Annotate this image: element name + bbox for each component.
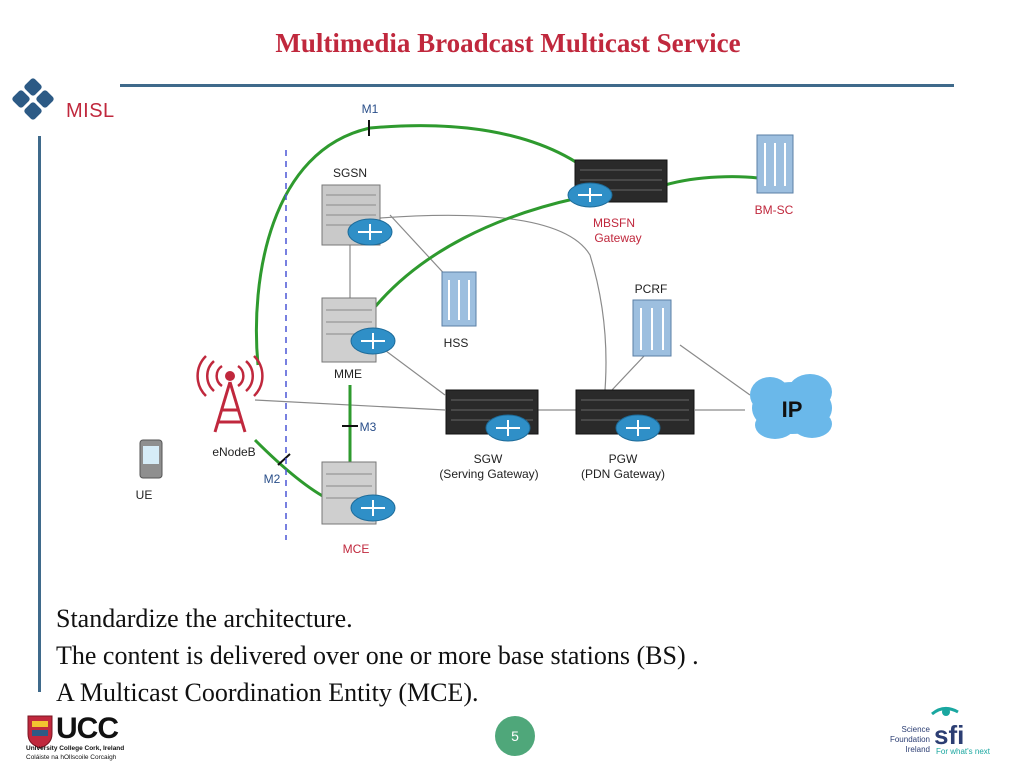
mce-node (321, 461, 396, 525)
sfi-mark: sfi (934, 720, 964, 750)
enodeb-label: eNodeB (212, 445, 255, 459)
mbsfn-label-line1: MBSFN (593, 216, 635, 230)
bullet-item: Standardize the architecture. (56, 604, 353, 633)
link-mme-sgw (377, 344, 446, 396)
enodeb-tower-icon (196, 355, 264, 433)
bmsc-node (756, 134, 794, 194)
sgw-node (445, 389, 539, 442)
sgsn-node (321, 184, 393, 246)
link-mbsfn-bmsc (664, 175, 759, 187)
ue-label: UE (136, 488, 153, 502)
title-divider (120, 84, 954, 87)
link-m2 (253, 438, 331, 502)
pgw-label-line1: PGW (609, 452, 638, 466)
mme-node (321, 297, 396, 363)
misl-logo (12, 78, 54, 120)
sgw-label-line1: SGW (474, 452, 503, 466)
link-pgw-pcrf (611, 354, 646, 391)
misl-wordmark: MISL (66, 100, 115, 122)
mbms-architecture-diagram: IP SGSN MME HSS MBSFN Gateway BM-SC PCRF… (136, 102, 832, 556)
sfi-ireland-text: Ireland (906, 745, 930, 754)
link-mme-mbsfn (368, 196, 579, 314)
pgw-label-line2: (PDN Gateway) (581, 467, 665, 481)
side-divider (38, 136, 41, 692)
ucc-crest-icon (27, 715, 53, 749)
bmsc-label: BM-SC (755, 203, 794, 217)
bullet-item: The content is delivered over one or mor… (56, 641, 699, 670)
ip-label: IP (782, 397, 803, 422)
m2-label: M2 (264, 472, 281, 486)
sfi-foundation-text: Foundation (890, 735, 930, 744)
hss-label: HSS (444, 336, 469, 350)
bullet-list: Standardize the architecture. The conten… (56, 600, 699, 711)
mce-label: MCE (343, 542, 370, 556)
mbsfn-gateway-node (567, 159, 668, 208)
ue-phone-icon (139, 439, 163, 479)
link-m1 (254, 124, 607, 366)
hss-node (441, 271, 477, 327)
page-number-badge: 5 (495, 716, 535, 756)
pcrf-label: PCRF (635, 282, 668, 296)
ucc-wordmark: UCC (56, 712, 119, 745)
m1-label: M1 (362, 102, 379, 116)
sgsn-label: SGSN (333, 166, 367, 180)
sgw-label-line2: (Serving Gateway) (439, 467, 538, 481)
ucc-tagline-2: Coláiste na hOllscoile Corcaigh (26, 754, 117, 761)
sfi-science-text: Science (902, 725, 931, 734)
ucc-tagline-1: University College Cork, Ireland (26, 745, 125, 752)
pgw-node (575, 389, 695, 442)
link-pcrf-ip (679, 344, 751, 396)
ip-cloud-icon: IP (750, 374, 832, 439)
link-sgsn-hss (389, 214, 451, 281)
bullet-item: A Multicast Coordination Entity (MCE). (56, 678, 479, 707)
mbsfn-label-line2: Gateway (594, 231, 641, 245)
sfi-logo: Science Foundation Ireland sfi For what'… (890, 707, 991, 756)
slide-title: Multimedia Broadcast Multicast Service (275, 28, 741, 58)
m3-label: M3 (360, 420, 377, 434)
m2-tick (277, 453, 291, 466)
sfi-tagline: For what's next (936, 747, 991, 756)
pcrf-node (632, 299, 672, 357)
link-sgsn-pgw (379, 214, 607, 391)
mme-label: MME (334, 367, 362, 381)
